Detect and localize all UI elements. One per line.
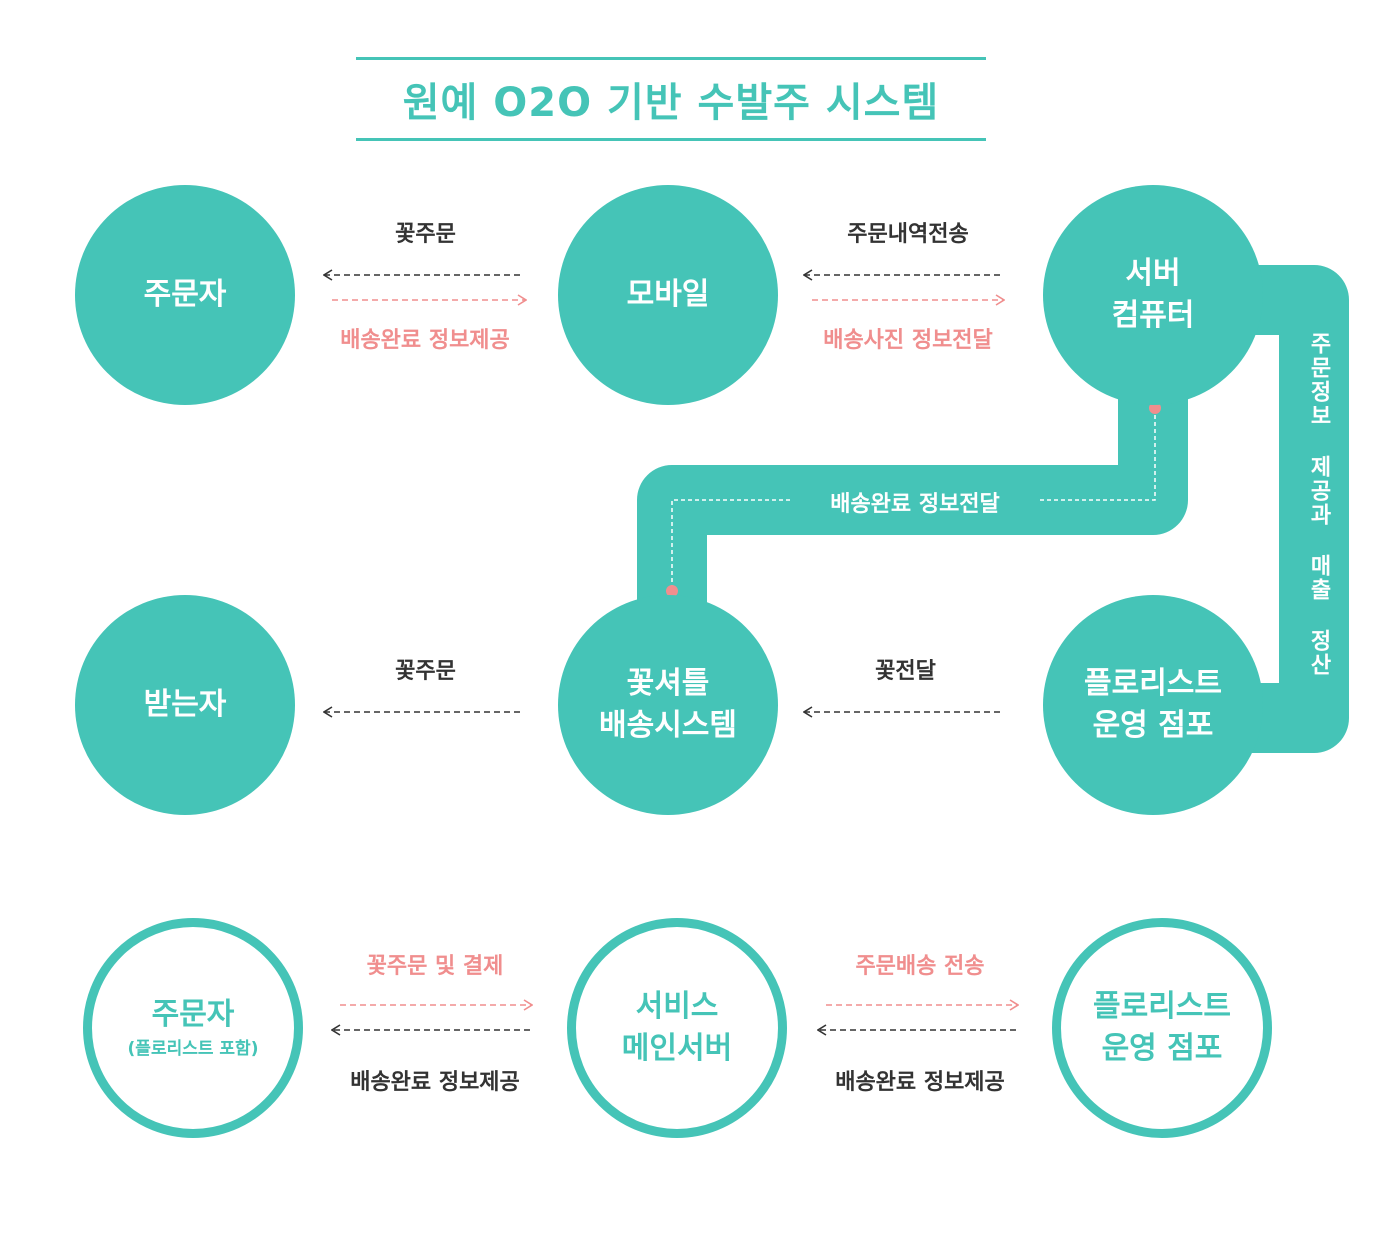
title-bar: 원예 O2O 기반 수발주 시스템 — [356, 57, 986, 141]
node-shuttle: 꽃셔틀 배송시스템 — [558, 595, 778, 815]
label-mobile-server-top: 주문내역전송 — [847, 222, 969, 247]
label-bottom-right-top: 주문배송 전송 — [855, 954, 985, 979]
node-bottom-florist-line-1: 플로리스트 — [1093, 989, 1231, 1024]
node-main-server: 서비스 메인서버 — [567, 918, 787, 1138]
node-bottom-orderer: 주문자 (플로리스트 포함) — [83, 918, 303, 1138]
node-server: 서버 컴퓨터 — [1043, 185, 1263, 405]
label-server-shuttle: 배송완료 정보전달 — [830, 492, 1000, 517]
node-bottom-orderer-line-2: (플로리스트 포함) — [127, 1039, 259, 1059]
label-bottom-left-top: 꽃주문 및 결제 — [366, 954, 504, 979]
label-orderer-mobile-top: 꽃주문 — [395, 222, 456, 247]
node-orderer: 주문자 — [75, 185, 295, 405]
node-receiver: 받는자 — [75, 595, 295, 815]
node-florist-line-2: 운영 점포 — [1092, 708, 1214, 743]
node-main-server-line-2: 메인서버 — [621, 1031, 733, 1066]
page-title: 원예 O2O 기반 수발주 시스템 — [402, 80, 940, 126]
node-bottom-florist: 플로리스트 운영 점포 — [1052, 918, 1272, 1138]
node-mobile: 모바일 — [558, 185, 778, 405]
node-florist-line-1: 플로리스트 — [1084, 666, 1222, 701]
label-server-florist: 주문정보 제공과 매출 정산 — [1306, 332, 1331, 677]
node-bottom-orderer-line-1: 주문자 — [151, 997, 235, 1032]
server-shuttle-dot-top — [1149, 402, 1161, 414]
node-server-line-2: 컴퓨터 — [1111, 298, 1195, 333]
node-receiver-line-1: 받는자 — [143, 687, 227, 722]
node-florist: 플로리스트 운영 점포 — [1043, 595, 1263, 815]
server-shuttle-dot-bottom — [666, 585, 678, 597]
label-mobile-server-bottom: 배송사진 정보전달 — [823, 328, 993, 353]
node-orderer-line-1: 주문자 — [143, 277, 227, 312]
label-orderer-mobile-bottom: 배송완료 정보제공 — [340, 328, 510, 353]
server-shuttle-dotted-line — [671, 408, 1156, 590]
node-server-line-1: 서버 — [1125, 256, 1181, 291]
node-main-server-line-1: 서비스 — [635, 989, 719, 1024]
node-mobile-line-1: 모바일 — [626, 277, 710, 312]
label-florist-shuttle: 꽃전달 — [875, 659, 936, 684]
label-bottom-left-bottom: 배송완료 정보제공 — [350, 1070, 520, 1095]
label-bottom-right-bottom: 배송완료 정보제공 — [835, 1070, 1005, 1095]
server-florist-band — [1250, 265, 1349, 753]
node-shuttle-line-2: 배송시스템 — [599, 708, 737, 743]
server-shuttle-band — [637, 390, 1188, 610]
label-shuttle-receiver: 꽃주문 — [395, 659, 456, 684]
node-shuttle-line-1: 꽃셔틀 — [626, 666, 710, 701]
node-bottom-florist-line-2: 운영 점포 — [1101, 1031, 1223, 1066]
